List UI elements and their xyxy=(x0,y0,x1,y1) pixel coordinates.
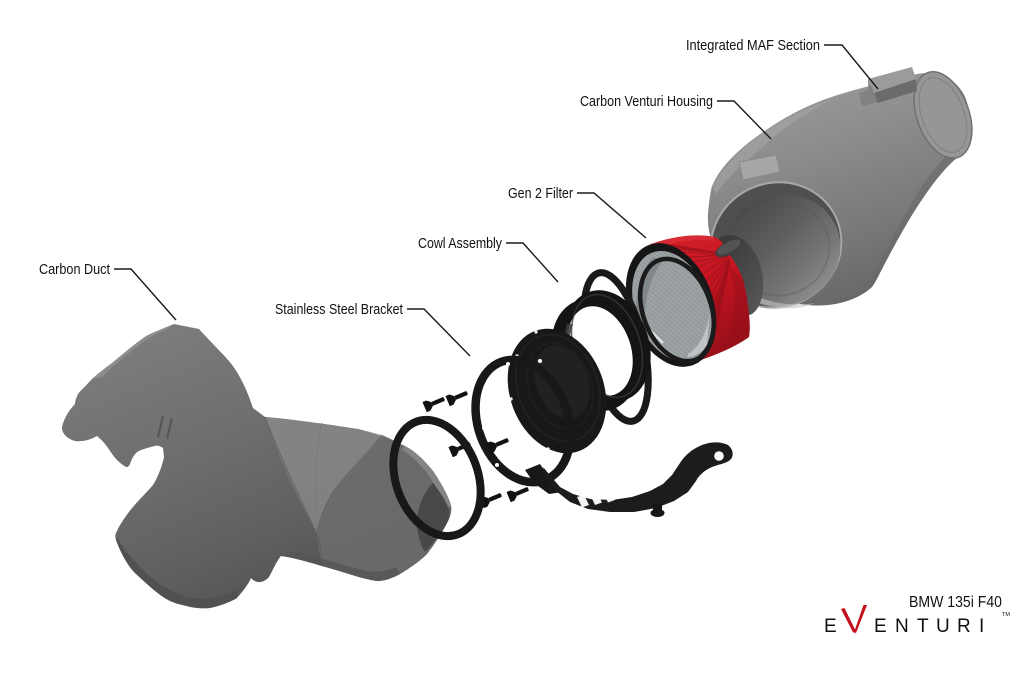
svg-text:BMW 135i F40: BMW 135i F40 xyxy=(909,594,1002,611)
svg-text:N: N xyxy=(895,616,909,637)
svg-text:TM: TM xyxy=(1002,612,1010,618)
svg-text:Carbon Duct: Carbon Duct xyxy=(39,262,110,278)
svg-text:E: E xyxy=(874,616,887,637)
svg-text:Gen 2 Filter: Gen 2 Filter xyxy=(508,186,573,202)
svg-text:Stainless Steel Bracket: Stainless Steel Bracket xyxy=(275,302,403,318)
svg-text:U: U xyxy=(936,616,950,637)
svg-text:Integrated MAF Section: Integrated MAF Section xyxy=(686,38,820,54)
svg-text:R: R xyxy=(957,616,971,637)
svg-text:E: E xyxy=(824,616,837,637)
svg-text:Cowl Assembly: Cowl Assembly xyxy=(418,236,503,252)
svg-text:I: I xyxy=(979,616,984,637)
svg-text:Carbon Venturi Housing: Carbon Venturi Housing xyxy=(580,94,713,110)
svg-text:T: T xyxy=(917,616,929,637)
